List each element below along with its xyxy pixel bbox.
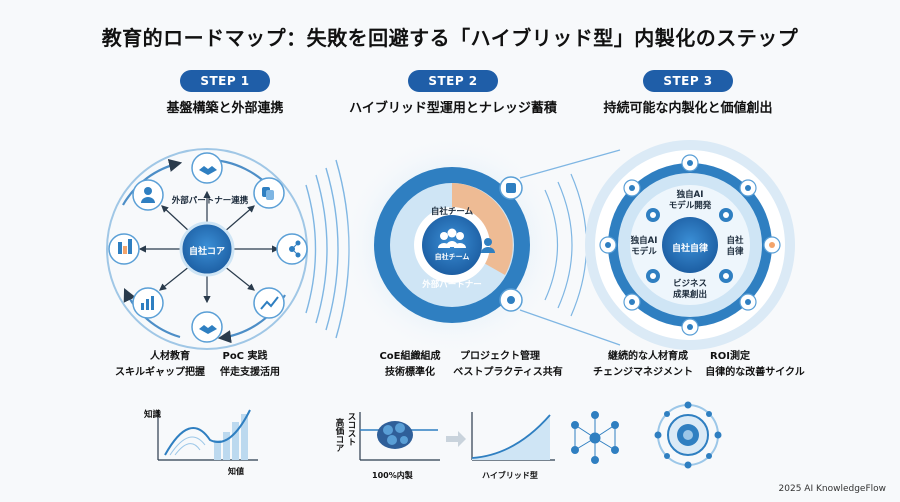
knowledge-axis-label: 知識 (144, 410, 162, 420)
step3-caption-3: チェンジマネジメント (593, 367, 693, 378)
bottom-target-icon (654, 401, 722, 469)
step2-caption-3: 技術標準化 (385, 367, 435, 378)
step3-caption-4: 自律的な改善サイクル (705, 367, 805, 378)
bottom-cost-chart (359, 412, 555, 461)
step1-caption-3: スキルギャップ把握 (115, 367, 205, 378)
step3-concentric-diagram (585, 140, 795, 350)
step1-heading: 基盤構築と外部連携 (166, 101, 284, 116)
step2-caption-4: ベストプラクティス共有 (453, 367, 563, 378)
bottom-knowledge-chart (157, 409, 258, 461)
step1-hub-diagram (106, 148, 308, 350)
value-axis-label: 知値 (228, 467, 244, 476)
page-title: 教育的ロードマップ：失敗を回避する「ハイブリッド型」内製化のステップ (101, 26, 799, 50)
step2-badge: STEP 2 (408, 70, 498, 92)
step1-caption-2: PoC 実践 (222, 351, 268, 362)
step1-to-step2-waves (305, 159, 350, 339)
step1-badge: STEP 1 (180, 70, 270, 92)
hybrid-label: ハイブリッド型 (482, 471, 538, 480)
cost-axis-label-2: 高価コア (334, 418, 344, 452)
cost-axis-label-1: スコスト (346, 412, 356, 446)
step2-concentric-diagram (342, 135, 562, 355)
step2-ring-outer-label: 外部パートナー (422, 280, 482, 290)
bottom-network-icon (571, 411, 619, 464)
step1-core-label: 自社コア (188, 247, 225, 257)
step3-top-label: 独自AI モデル開発 (668, 190, 712, 211)
step2-center-label: 自社チーム (434, 253, 470, 261)
step1-caption-4: 伴走支援活用 (220, 367, 280, 378)
step2-caption-1: CoE組織組成 (379, 351, 441, 362)
step3-bottom-label: ビジネス 成果創出 (672, 279, 707, 300)
step3-caption-1: 継続的な人材育成 (608, 351, 688, 362)
step2-ring-inner-label: 自社チーム (430, 207, 474, 217)
step1-partner-label: 外部パートナー連携 (171, 196, 249, 206)
step2-heading: ハイブリッド型運用とナレッジ蓄積 (349, 101, 557, 116)
step3-left-label: 独自AI モデル (630, 236, 658, 257)
step3-center-label: 自社自律 (671, 244, 708, 254)
internal-label: 100%内製 (372, 471, 413, 480)
footer-credit: 2025 AI KnowledgeFlow (778, 484, 886, 494)
step3-right-label: 自社 自律 (726, 236, 744, 257)
step3-heading: 持続可能な内製化と価値創出 (603, 101, 773, 116)
step2-caption-2: プロジェクト管理 (460, 351, 540, 362)
step1-caption-1: 人材教育 (150, 351, 190, 362)
step3-badge: STEP 3 (643, 70, 733, 92)
step3-caption-2: ROI測定 (710, 351, 750, 362)
